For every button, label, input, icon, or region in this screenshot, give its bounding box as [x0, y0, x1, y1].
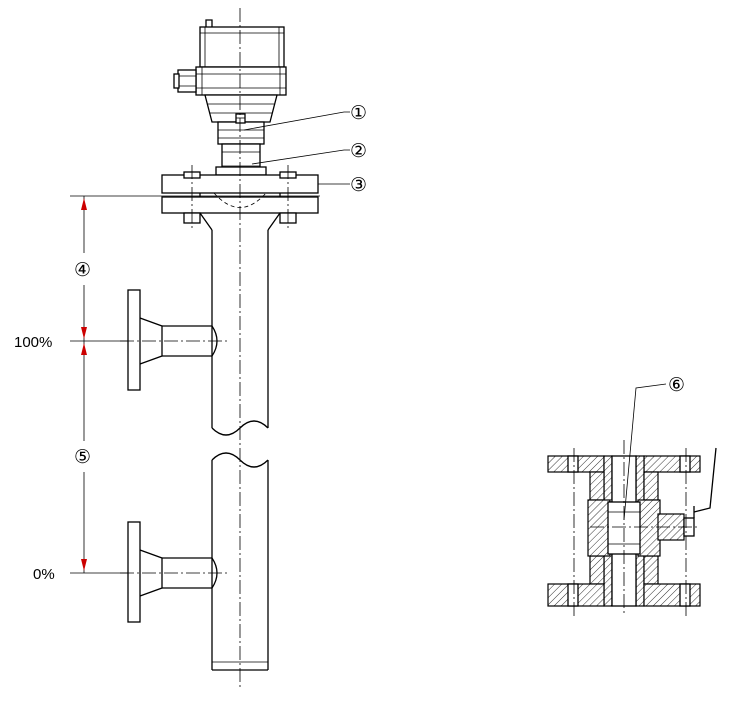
callout-leaders	[243, 111, 350, 185]
callout-3: ③	[350, 174, 367, 196]
side-nozzle-upper	[120, 289, 230, 391]
side-nozzle-lower	[120, 521, 230, 623]
transmitter-housing	[173, 19, 287, 176]
dim-arrow-100-lower	[81, 343, 87, 355]
callout-6: ⑥	[668, 374, 685, 396]
standpipe	[199, 8, 281, 690]
dim-arrow-0	[81, 559, 87, 571]
callout-1: ①	[350, 102, 367, 124]
ball-valve-section	[547, 383, 717, 616]
dim-arrow-top	[81, 198, 87, 210]
dim-arrow-100-upper	[81, 327, 87, 339]
callout-5: ⑤	[74, 446, 91, 468]
callout-2: ②	[350, 140, 367, 162]
label-100-percent: 100%	[14, 334, 52, 351]
callout-4: ④	[74, 259, 91, 281]
cable-gland	[173, 69, 197, 93]
dimension-lines	[70, 195, 320, 574]
label-0-percent: 0%	[33, 566, 55, 583]
